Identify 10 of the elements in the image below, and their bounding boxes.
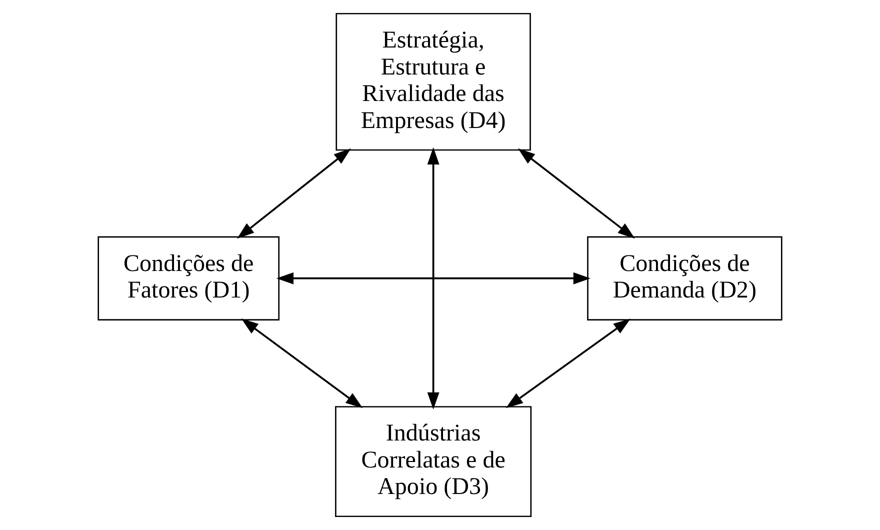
arrow bbox=[518, 148, 635, 239]
node-box: Indústrias Correlatas e de Apoio (D3) bbox=[335, 406, 532, 518]
node-box: Condições de Demanda (D2) bbox=[587, 236, 782, 320]
arrow bbox=[237, 148, 351, 239]
node-box: Estratégia, Estrutura e Rivalidade das Empresas (D4) bbox=[336, 12, 531, 151]
arrow bbox=[427, 147, 440, 410]
arrow bbox=[506, 318, 631, 408]
arrow bbox=[276, 272, 591, 284]
node-box: Condições de Fatores (D1) bbox=[98, 236, 280, 320]
arrow bbox=[241, 318, 363, 408]
